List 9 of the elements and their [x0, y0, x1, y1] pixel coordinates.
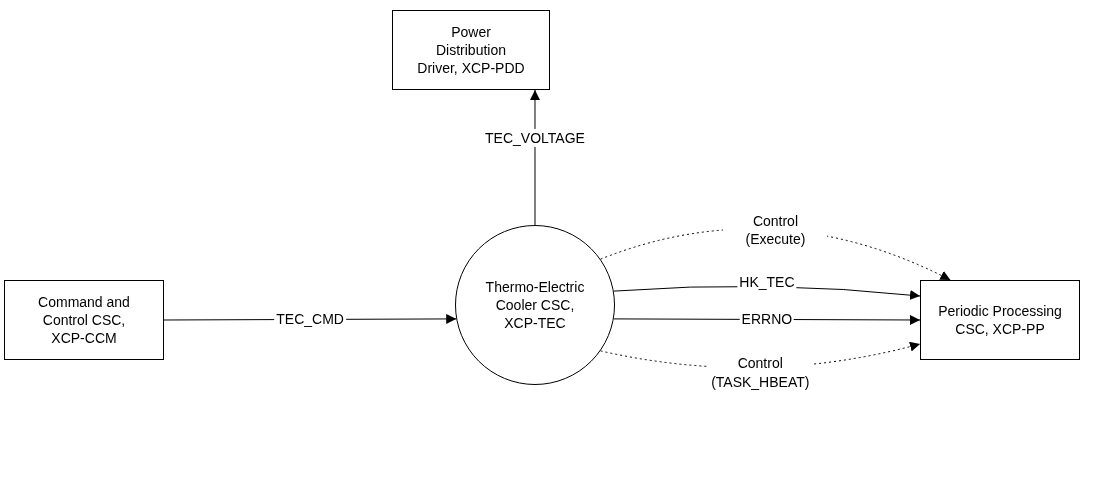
node-text: Command and Control CSC, XCP-CCM: [37, 292, 131, 348]
node-text: Thermo-Electric Cooler CSC, XCP-TEC: [484, 277, 586, 333]
edge-label: Control (TASK_HBEAT): [708, 354, 813, 391]
process-box: [4, 280, 164, 360]
edge-label: TEC_VOLTAGE: [483, 128, 587, 147]
node-text: Power Distribution Driver, XCP-PDD: [416, 22, 526, 78]
node-text: Periodic Processing CSC, XCP-PP: [937, 301, 1063, 339]
process-box: [392, 10, 550, 90]
process-box: [920, 280, 1080, 360]
